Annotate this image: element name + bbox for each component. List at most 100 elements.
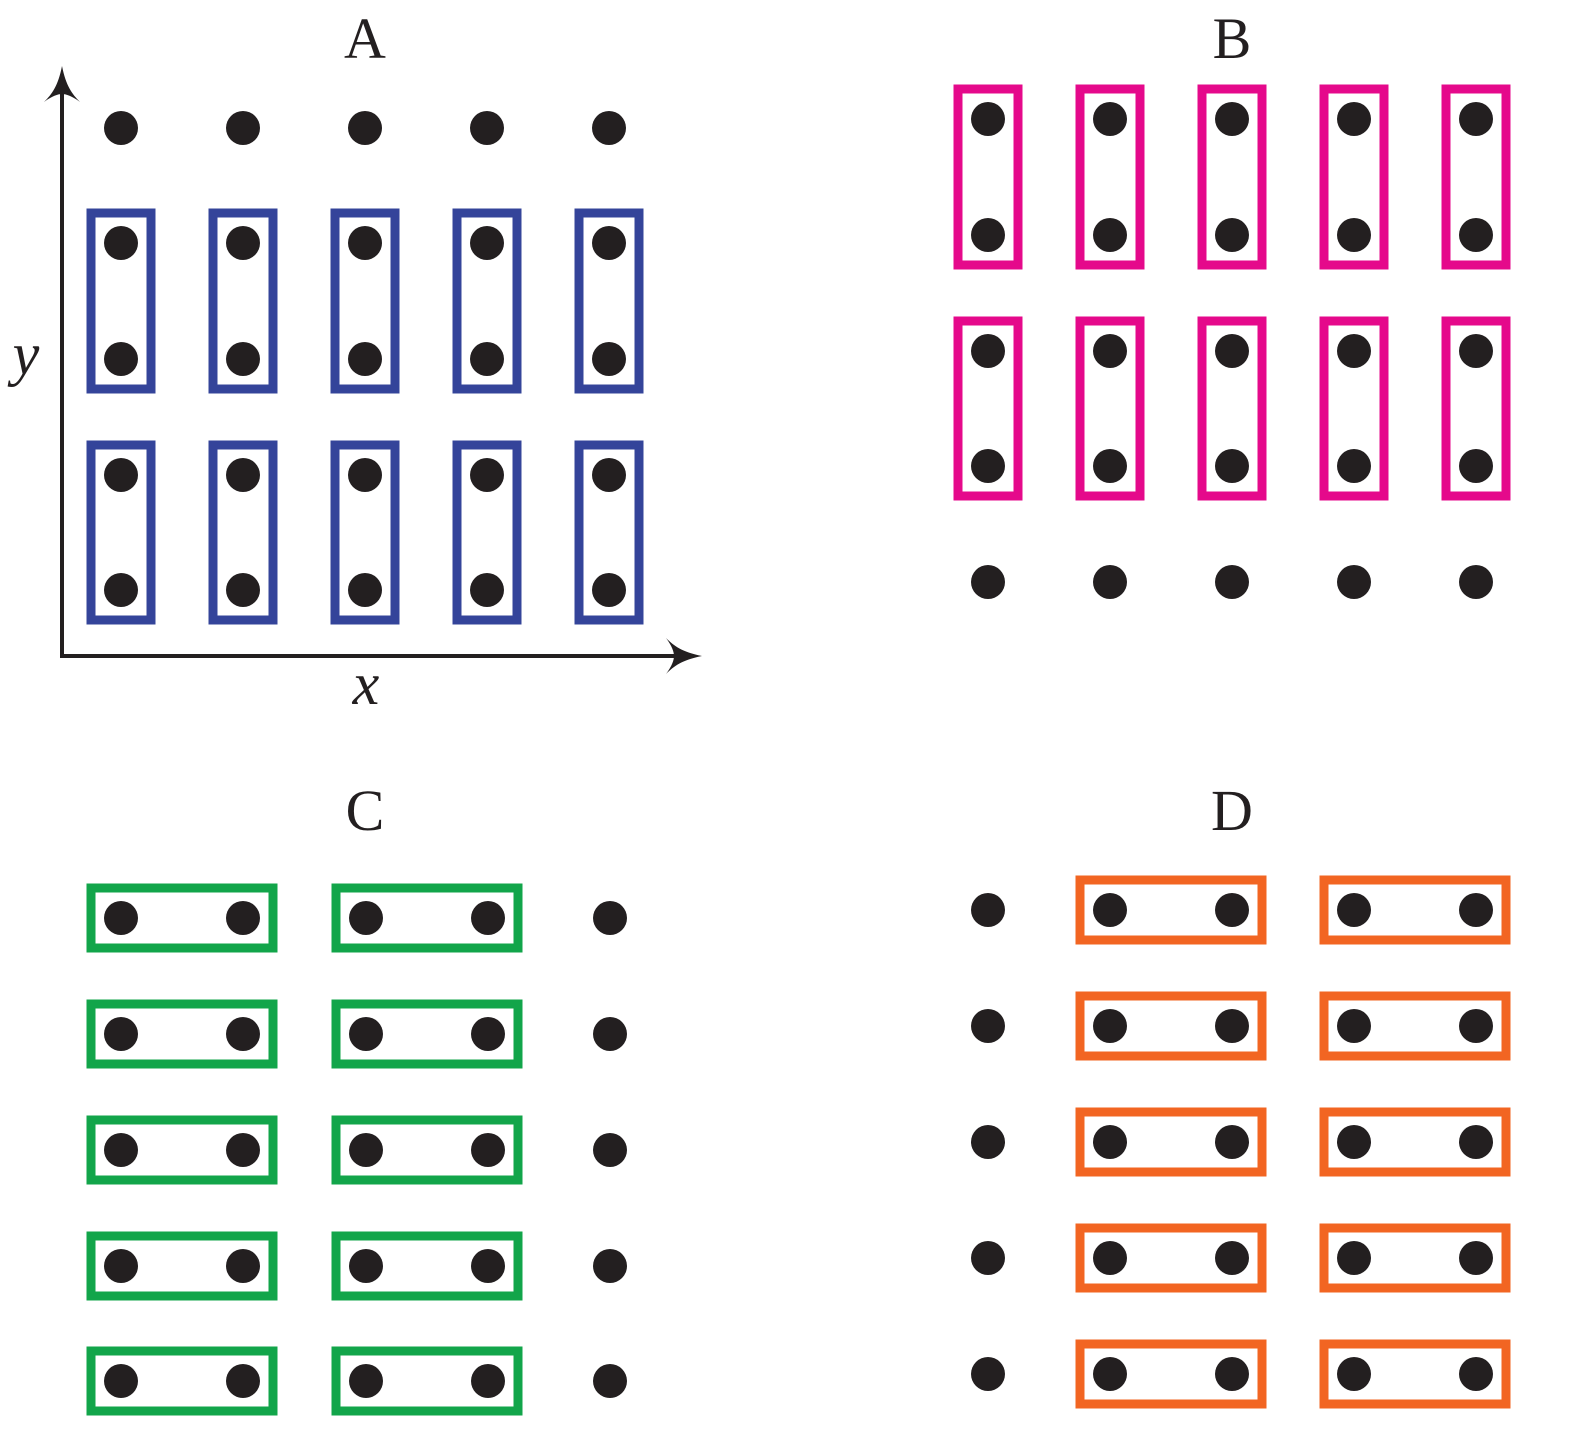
lattice-dot-d-0-0	[971, 893, 1005, 927]
dimer-box-c-1-4	[331, 1346, 523, 1416]
lattice-dot-d-4-0	[971, 1357, 1005, 1391]
lattice-dot-d-4-3	[1337, 1357, 1371, 1391]
lattice-dot-b-2-4	[1459, 334, 1493, 368]
lattice-dot-b-1-0	[971, 218, 1005, 252]
dimer-box-b-0-0	[953, 84, 1023, 270]
dimer-box-d-0-2	[1075, 1107, 1267, 1177]
lattice-dot-b-4-3	[1337, 565, 1371, 599]
lattice-dot-c-2-3	[471, 1133, 505, 1167]
dimer-box-b-0-2	[1197, 84, 1267, 270]
lattice-dot-a-3-2	[348, 458, 382, 492]
dimer-box-c-0-4	[86, 1346, 278, 1416]
y-axis-label: y	[7, 321, 40, 387]
lattice-dot-d-3-3	[1337, 1241, 1371, 1275]
dimer-box-a-0-2	[330, 208, 400, 394]
lattice-dot-a-1-4	[592, 226, 626, 260]
dimer-box-c-0-2	[86, 1115, 278, 1185]
dimer-box-b-1-1	[1075, 316, 1145, 501]
lattice-dot-c-2-4	[593, 1133, 627, 1167]
dimer-box-c-0-3	[86, 1231, 278, 1301]
lattice-dot-a-2-1	[226, 342, 260, 376]
lattice-dot-c-4-0	[104, 1364, 138, 1398]
lattice-dot-a-4-3	[470, 573, 504, 607]
lattice-dot-b-2-2	[1215, 334, 1249, 368]
lattice-dot-a-1-2	[348, 226, 382, 260]
lattice-dot-d-0-3	[1337, 893, 1371, 927]
lattice-dot-c-3-0	[104, 1249, 138, 1283]
dimer-box-a-1-3	[452, 440, 522, 625]
lattice-dot-c-1-2	[349, 1017, 383, 1051]
lattice-dot-a-1-1	[226, 226, 260, 260]
lattice-dot-d-2-2	[1215, 1125, 1249, 1159]
lattice-dot-b-1-2	[1215, 218, 1249, 252]
lattice-dot-c-4-1	[226, 1364, 260, 1398]
lattice-dot-c-3-1	[226, 1249, 260, 1283]
dimer-box-c-1-3	[331, 1231, 523, 1301]
lattice-dot-d-1-1	[1093, 1009, 1127, 1043]
lattice-dot-b-2-1	[1093, 334, 1127, 368]
x-axis-label: x	[352, 651, 380, 717]
dimer-box-a-1-4	[574, 440, 644, 625]
lattice-dot-a-4-1	[226, 573, 260, 607]
lattice-dot-a-4-0	[104, 573, 138, 607]
lattice-dot-d-3-2	[1215, 1241, 1249, 1275]
lattice-dot-c-3-4	[593, 1249, 627, 1283]
lattice-dot-c-1-4	[593, 1017, 627, 1051]
lattice-dot-d-2-1	[1093, 1125, 1127, 1159]
dimer-box-b-0-3	[1319, 84, 1389, 270]
dimer-box-c-1-1	[331, 999, 523, 1069]
lattice-dot-c-0-3	[471, 901, 505, 935]
lattice-dot-a-2-2	[348, 342, 382, 376]
lattice-dot-b-0-4	[1459, 102, 1493, 136]
lattice-dot-a-1-3	[470, 226, 504, 260]
dimer-box-a-1-0	[86, 440, 156, 625]
lattice-dot-d-1-4	[1459, 1009, 1493, 1043]
dimer-box-d-0-1	[1075, 991, 1267, 1061]
lattice-dot-d-1-0	[971, 1009, 1005, 1043]
lattice-dot-a-0-1	[226, 111, 260, 145]
lattice-marks	[86, 84, 1511, 1416]
lattice-dot-d-0-1	[1093, 893, 1127, 927]
lattice-dot-b-4-0	[971, 565, 1005, 599]
dimer-box-d-1-4	[1319, 1339, 1511, 1409]
dimer-box-a-0-0	[86, 208, 156, 394]
lattice-dot-b-0-0	[971, 102, 1005, 136]
dimer-box-c-0-1	[86, 999, 278, 1069]
lattice-dot-d-4-1	[1093, 1357, 1127, 1391]
lattice-dot-c-2-2	[349, 1133, 383, 1167]
lattice-dot-a-0-0	[104, 111, 138, 145]
dimer-box-b-0-1	[1075, 84, 1145, 270]
lattice-dot-b-1-4	[1459, 218, 1493, 252]
lattice-dot-c-0-1	[226, 901, 260, 935]
lattice-dot-a-4-2	[348, 573, 382, 607]
lattice-dot-b-1-1	[1093, 218, 1127, 252]
lattice-dot-b-4-4	[1459, 565, 1493, 599]
dimer-box-a-1-1	[208, 440, 278, 625]
panel-label-b: B	[1213, 6, 1252, 71]
lattice-dot-b-4-1	[1093, 565, 1127, 599]
lattice-dot-c-1-3	[471, 1017, 505, 1051]
lattice-dot-b-0-2	[1215, 102, 1249, 136]
dimer-box-b-1-3	[1319, 316, 1389, 501]
dimer-box-c-0-0	[86, 883, 278, 953]
panel-label-a: A	[344, 6, 386, 71]
lattice-dot-c-4-3	[471, 1364, 505, 1398]
lattice-dot-b-0-3	[1337, 102, 1371, 136]
lattice-dot-d-2-4	[1459, 1125, 1493, 1159]
lattice-dot-a-3-1	[226, 458, 260, 492]
lattice-dot-c-1-0	[104, 1017, 138, 1051]
lattice-dot-a-3-4	[592, 458, 626, 492]
panel-label-c: C	[346, 778, 385, 843]
lattice-dot-b-2-0	[971, 334, 1005, 368]
dimer-box-b-1-2	[1197, 316, 1267, 501]
lattice-dot-b-3-3	[1337, 449, 1371, 483]
dimer-box-a-0-1	[208, 208, 278, 394]
lattice-dot-d-0-4	[1459, 893, 1493, 927]
lattice-dot-a-2-3	[470, 342, 504, 376]
lattice-dot-d-2-0	[971, 1125, 1005, 1159]
lattice-dot-d-4-2	[1215, 1357, 1249, 1391]
lattice-dot-c-1-1	[226, 1017, 260, 1051]
lattice-dot-c-3-2	[349, 1249, 383, 1283]
